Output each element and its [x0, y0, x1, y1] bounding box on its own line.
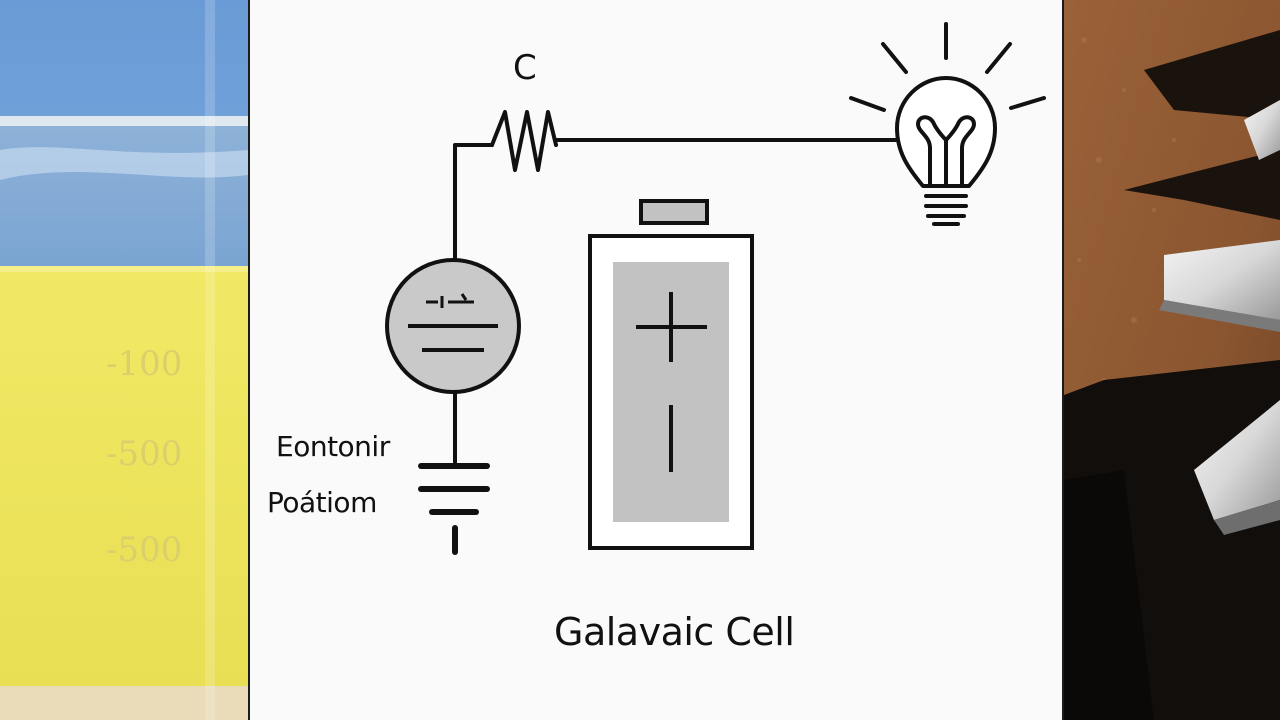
resistor-icon	[490, 110, 558, 172]
panel-divider	[248, 0, 250, 720]
circuit-diagram: C Eontonir Poátiom Galavaic Cell	[250, 0, 1062, 720]
panel-divider	[1062, 0, 1064, 720]
beaker-scale-mark: -100	[106, 344, 183, 384]
diagram-title: Galavaic Cell	[554, 610, 795, 654]
component-label-top: Eontonir	[276, 430, 390, 463]
beaker-scale-mark: -500	[106, 434, 183, 474]
meter-icon	[385, 258, 521, 394]
wire-left	[453, 143, 494, 260]
metal-pieces-photo	[1064, 0, 1280, 720]
battery-icon	[588, 199, 754, 550]
ground-icon	[418, 463, 490, 555]
beaker-scale-mark: -500	[106, 530, 183, 570]
component-label-bottom: Poátiom	[267, 486, 377, 519]
capacitor-label: C	[513, 48, 537, 88]
light-bulb-icon	[849, 22, 1046, 226]
circuit-drawing	[385, 22, 1046, 555]
beaker-photo: -100 -500 -500	[0, 0, 248, 720]
